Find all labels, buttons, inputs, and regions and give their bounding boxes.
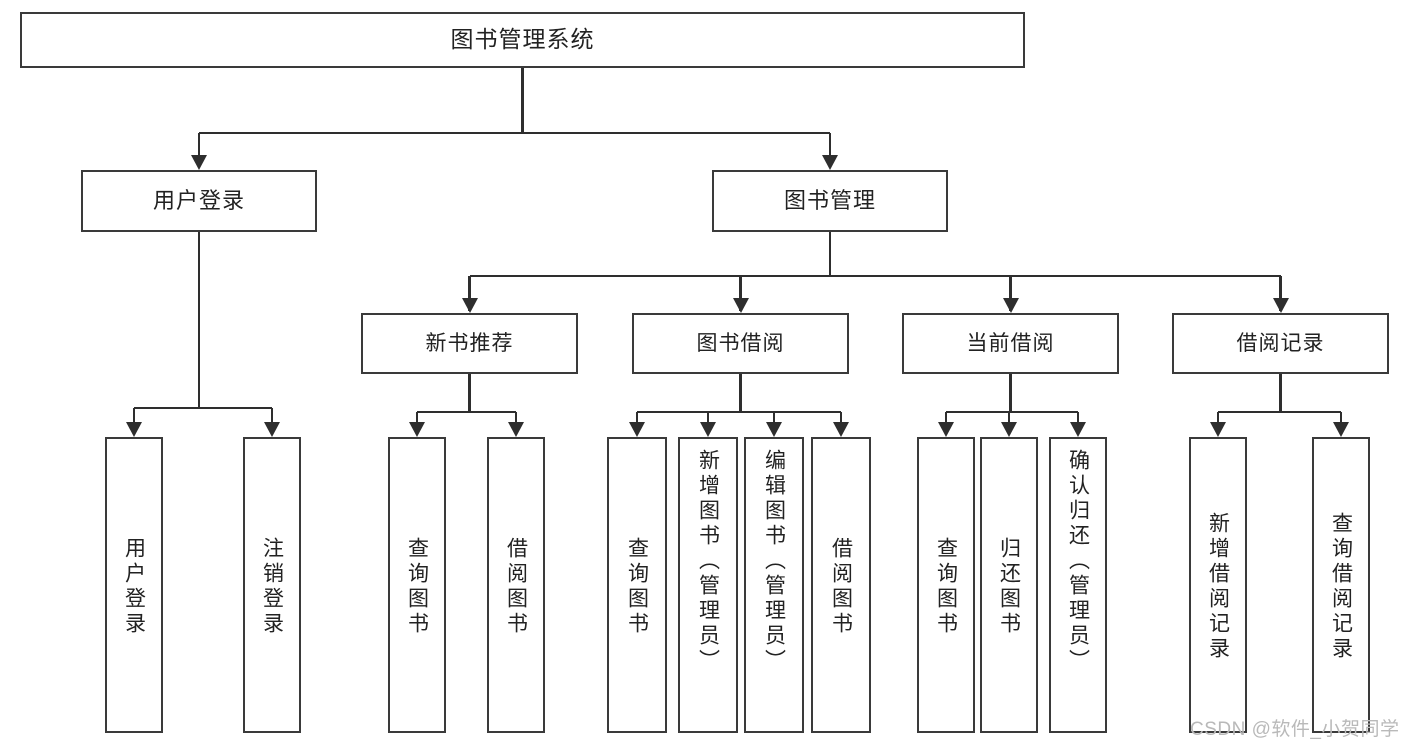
node-label: 新书推荐	[425, 331, 514, 355]
connector-root-stem	[521, 68, 524, 133]
connector-leaf-bus	[637, 410, 841, 414]
node-book-management-system: 图书管理系统	[20, 12, 1025, 68]
arrow-head-icon	[833, 422, 849, 437]
node-query-borrow-record: 查询借阅记录	[1312, 437, 1370, 733]
node-borrow-books: 借阅图书	[487, 437, 545, 733]
arrow-head-icon	[766, 422, 782, 437]
node-label: 用户登录	[122, 537, 146, 637]
node-label: 查询图书	[405, 537, 429, 637]
arrow-head-icon	[822, 155, 838, 170]
arrow-head-icon	[264, 422, 280, 437]
node-label: 查询图书	[934, 537, 958, 637]
node-label: 确认归还（管理员）	[1066, 449, 1090, 674]
node-label: 新增图书（管理员）	[696, 449, 720, 674]
node-query-books: 查询图书	[607, 437, 667, 733]
node-query-books: 查询图书	[917, 437, 975, 733]
node-confirm-return-admin: 确认归还（管理员）	[1049, 437, 1107, 733]
node-edit-book-admin: 编辑图书（管理员）	[744, 437, 804, 733]
connector-leaf-bus	[417, 410, 516, 414]
node-borrow-books: 借阅图书	[811, 437, 871, 733]
node-label: 图书管理系统	[450, 26, 595, 53]
node-label: 用户登录	[152, 187, 245, 213]
node-query-books: 查询图书	[388, 437, 446, 733]
arrow-head-icon	[1001, 422, 1017, 437]
node-new-book-recommendation: 新书推荐	[361, 313, 578, 374]
arrow-head-icon	[1272, 298, 1289, 313]
node-current-borrowing: 当前借阅	[902, 313, 1119, 374]
connector-to-level2-1	[739, 276, 742, 311]
node-label: 查询借阅记录	[1329, 512, 1353, 662]
connector-leaf-stem	[1009, 374, 1012, 412]
arrow-head-icon	[1070, 422, 1086, 437]
connector-bm-stem	[828, 232, 832, 276]
node-book-management: 图书管理	[712, 170, 948, 232]
arrow-head-icon	[191, 155, 207, 170]
node-label: 归还图书	[997, 537, 1021, 637]
node-label: 借阅图书	[829, 537, 853, 637]
connector-to-level2-0	[468, 276, 471, 311]
node-label: 借阅记录	[1236, 331, 1325, 355]
arrow-head-icon	[508, 422, 524, 437]
arrow-head-icon	[732, 298, 749, 313]
connector-level2-bus	[469, 274, 1281, 278]
arrow-head-icon	[1002, 298, 1019, 313]
arrow-head-icon	[938, 422, 954, 437]
arrow-head-icon	[1210, 422, 1226, 437]
connector-leaf-bus	[134, 406, 272, 410]
node-label: 当前借阅	[966, 331, 1055, 355]
connector-leaf-bus	[1218, 410, 1341, 414]
node-return-books: 归还图书	[980, 437, 1038, 733]
node-label: 新增借阅记录	[1206, 512, 1230, 662]
arrow-head-icon	[1333, 422, 1349, 437]
connector-root-bus	[199, 131, 830, 135]
connector-leaf-stem	[468, 374, 471, 412]
arrow-head-icon	[461, 298, 478, 313]
node-book-borrowing: 图书借阅	[632, 313, 849, 374]
connector-to-leaf-0	[132, 408, 136, 435]
node-user-login: 用户登录	[81, 170, 317, 232]
connector-leaf-stem	[197, 232, 201, 408]
arrow-head-icon	[629, 422, 645, 437]
node-label: 注销登录	[260, 537, 284, 637]
connector-leaf-bus	[946, 410, 1078, 414]
node-user-login: 用户登录	[105, 437, 163, 733]
node-logout: 注销登录	[243, 437, 301, 733]
node-label: 编辑图书（管理员）	[762, 449, 786, 674]
connector-to-level1-1	[828, 133, 832, 168]
node-label: 图书管理	[783, 187, 876, 213]
connector-leaf-stem	[739, 374, 742, 412]
node-label: 借阅图书	[504, 537, 528, 637]
node-borrow-records: 借阅记录	[1172, 313, 1389, 374]
node-add-book-admin: 新增图书（管理员）	[678, 437, 738, 733]
arrow-head-icon	[700, 422, 716, 437]
node-label: 查询图书	[625, 537, 649, 637]
arrow-head-icon	[409, 422, 425, 437]
connector-to-level1-0	[197, 133, 201, 168]
connector-leaf-stem	[1279, 374, 1282, 412]
connector-to-level2-3	[1279, 276, 1282, 311]
node-label: 图书借阅	[696, 331, 785, 355]
connector-to-leaf-1	[270, 408, 274, 435]
connector-to-level2-2	[1009, 276, 1012, 311]
node-add-borrow-record: 新增借阅记录	[1189, 437, 1247, 733]
arrow-head-icon	[126, 422, 142, 437]
